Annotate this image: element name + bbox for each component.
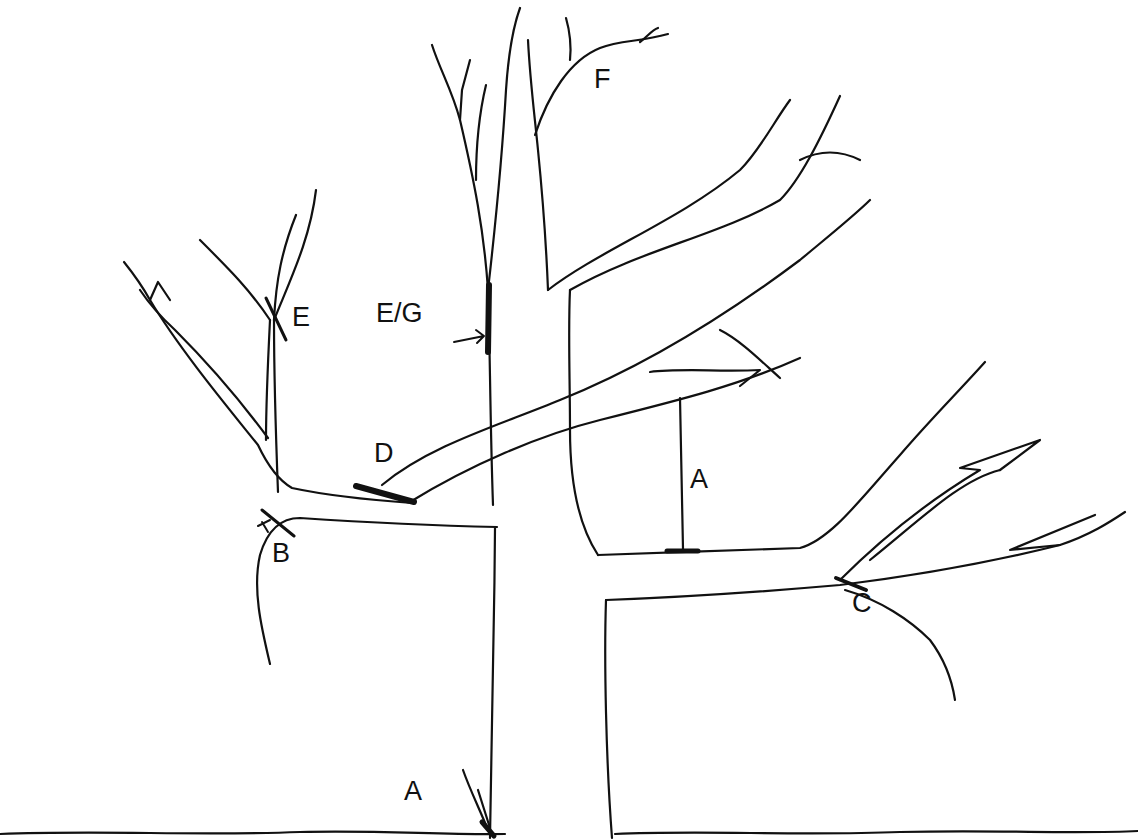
callout-letter: E	[292, 304, 310, 331]
callout-letter: A	[690, 466, 708, 493]
callout-letter: A	[404, 778, 422, 805]
callout-letter: C	[852, 590, 872, 617]
callout-letter: F	[594, 66, 611, 93]
callout-letter: E/G	[376, 300, 423, 327]
callout-letter: D	[374, 440, 394, 467]
callout-letter: B	[272, 540, 290, 567]
